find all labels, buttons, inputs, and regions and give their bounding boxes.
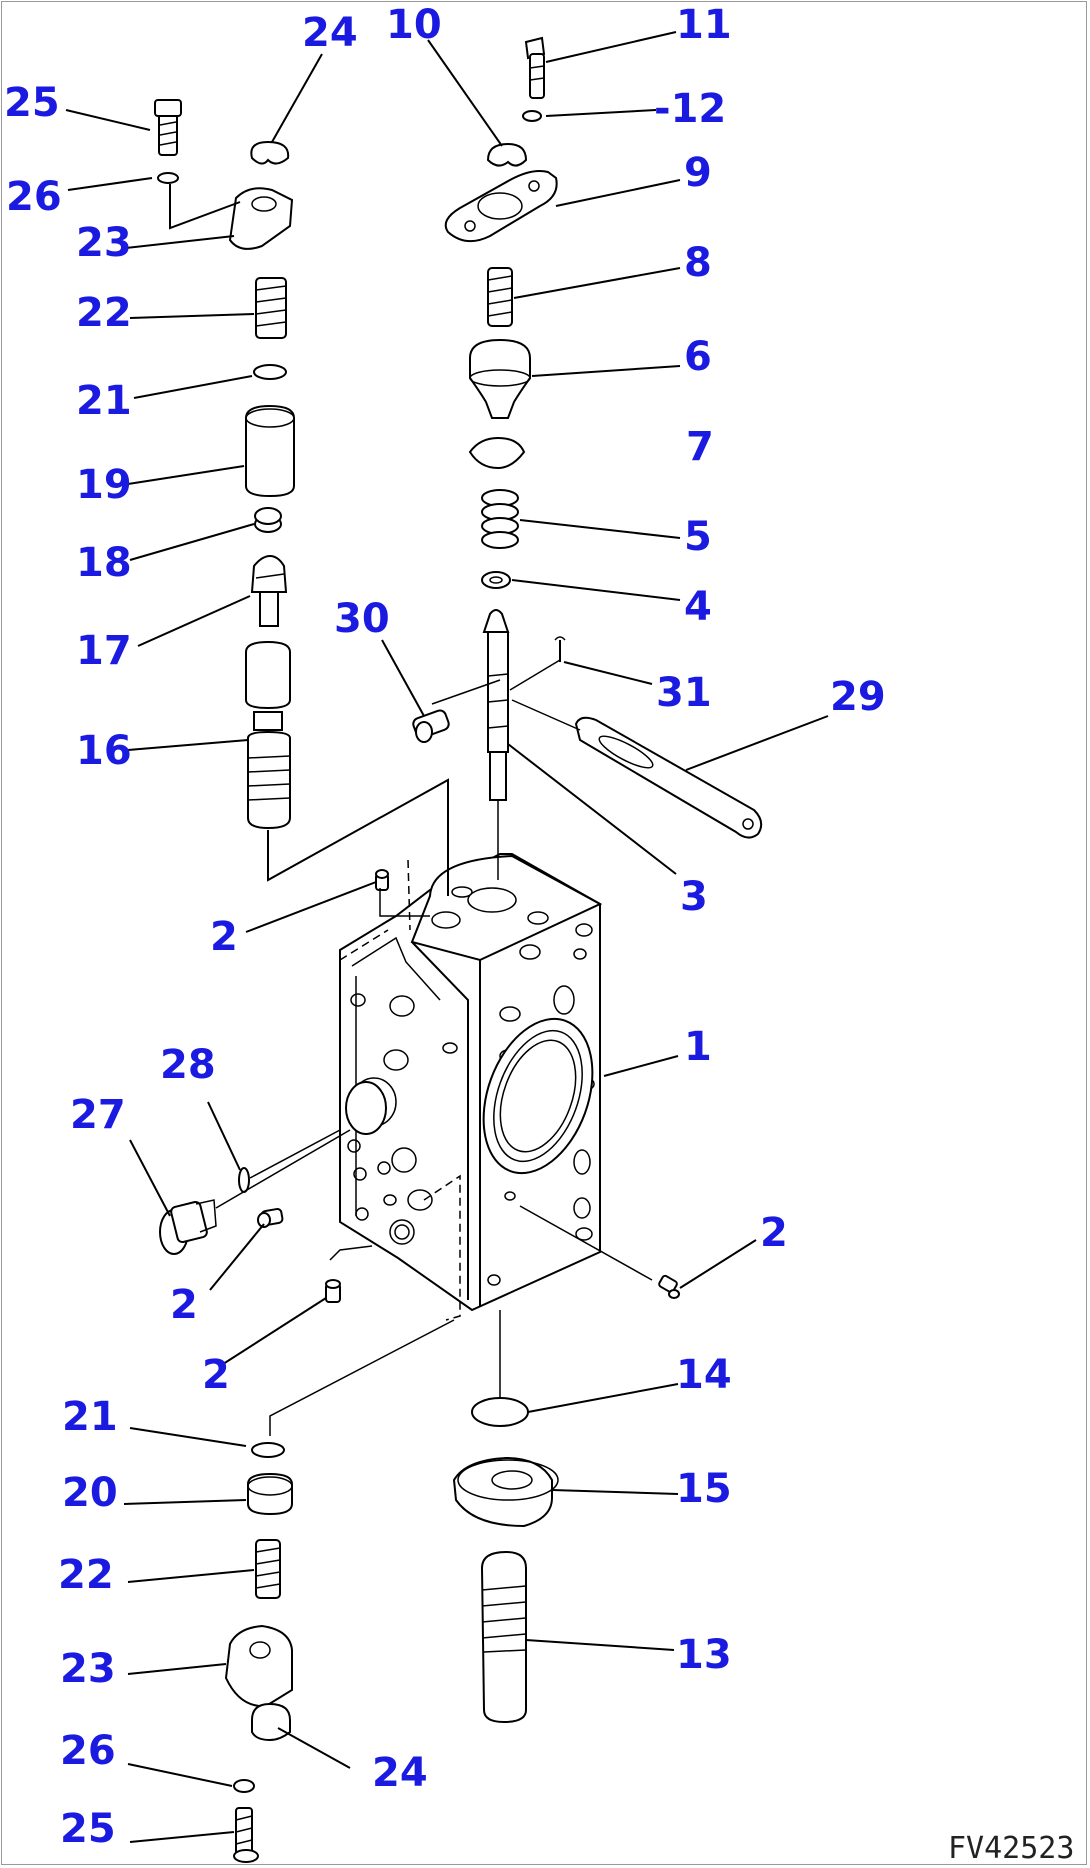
part-spring-22-bottom [255,1539,281,1599]
part-ring-18 [254,507,282,533]
label-24-top: 24 [302,10,358,56]
label-8: 8 [684,240,712,286]
label-18: 18 [76,540,132,586]
label-25-bottom: 25 [60,1806,116,1852]
part-bolt-25-bottom [233,1807,259,1863]
part-number-labels: 25 26 24 23 22 21 19 18 17 16 10 11 -12 … [4,2,886,1852]
part-valve-body-1 [339,853,603,1321]
label-23-bottom: 23 [60,1646,116,1692]
part-cover-23-bottom [224,1624,293,1708]
part-ring-4 [481,571,511,589]
label-22-bottom: 22 [58,1552,114,1598]
part-pin-31 [554,636,566,662]
label-17: 17 [76,628,132,674]
part-cover-9 [444,170,558,243]
label-14: 14 [676,1352,732,1398]
part-ring-24-top [250,140,290,165]
label-22-top: 22 [76,290,132,336]
part-plug-2-top [375,869,389,891]
label-30: 30 [334,596,390,642]
label-2-right: 2 [760,1210,788,1256]
part-nut-15 [452,1456,559,1528]
label-29: 29 [830,674,886,720]
label-28: 28 [160,1042,216,1088]
part-piston-17 [250,554,288,627]
part-cover-port [345,1081,387,1135]
label-6: 6 [684,334,712,380]
label-16: 16 [76,728,132,774]
label-19: 19 [76,462,132,508]
part-spool-3 [482,609,510,801]
part-oring-21-bottom [251,1442,285,1458]
part-plug-2-lower [325,1279,341,1303]
label-7: 7 [686,424,714,470]
part-bolt-25-top [154,99,182,156]
drawing-id: FV42523 [948,1831,1074,1866]
part-seal-14 [471,1397,529,1427]
label-10: 10 [386,2,442,48]
part-spring-8 [487,267,513,327]
part-plug-2-left [257,1208,284,1228]
part-ring-24-bottom [251,1702,291,1742]
part-lever-29 [574,716,763,839]
label-3: 3 [680,874,708,920]
label-26-bottom: 26 [60,1728,116,1774]
label-9: 9 [684,150,712,196]
label-25-top: 25 [4,80,60,126]
label-11: 11 [676,2,732,48]
label-26-top: 26 [6,174,62,220]
label-21-bottom: 21 [62,1394,118,1440]
label-23-top: 23 [76,220,132,266]
part-ring-10 [486,142,528,167]
label-15: 15 [676,1466,732,1512]
label-5: 5 [684,514,712,560]
label-20: 20 [62,1470,118,1516]
part-spool-16 [245,640,291,830]
part-spring-5 [481,489,519,549]
part-bolt-11 [524,36,546,99]
part-washer-12 [522,110,542,122]
part-washer-26-bottom [233,1779,255,1793]
leader-lines [65,31,829,1843]
part-spring-22-top [255,277,287,339]
part-plug-27 [159,1199,217,1255]
label-27: 27 [70,1092,126,1138]
part-spool-13 [480,1550,527,1724]
part-seat-7 [468,436,526,470]
part-cap-20 [247,1472,293,1516]
label-12: -12 [654,86,726,132]
label-13: 13 [676,1632,732,1678]
part-washer-26-top [157,172,179,184]
part-oring-28 [238,1167,250,1193]
label-31: 31 [656,670,712,716]
part-pin-30 [412,709,450,743]
part-cover-23-top [228,187,294,250]
part-sleeve-19 [245,404,295,498]
label-2-left: 2 [170,1282,198,1328]
label-21-top: 21 [76,378,132,424]
label-2-lower: 2 [202,1352,230,1398]
part-plug-2-right [658,1274,680,1299]
part-oring-21-top [253,364,287,380]
part-poppet-6 [469,338,531,419]
label-24-bottom: 24 [372,1750,428,1796]
label-4: 4 [684,584,712,630]
label-1: 1 [684,1024,712,1070]
label-2-top: 2 [210,914,238,960]
